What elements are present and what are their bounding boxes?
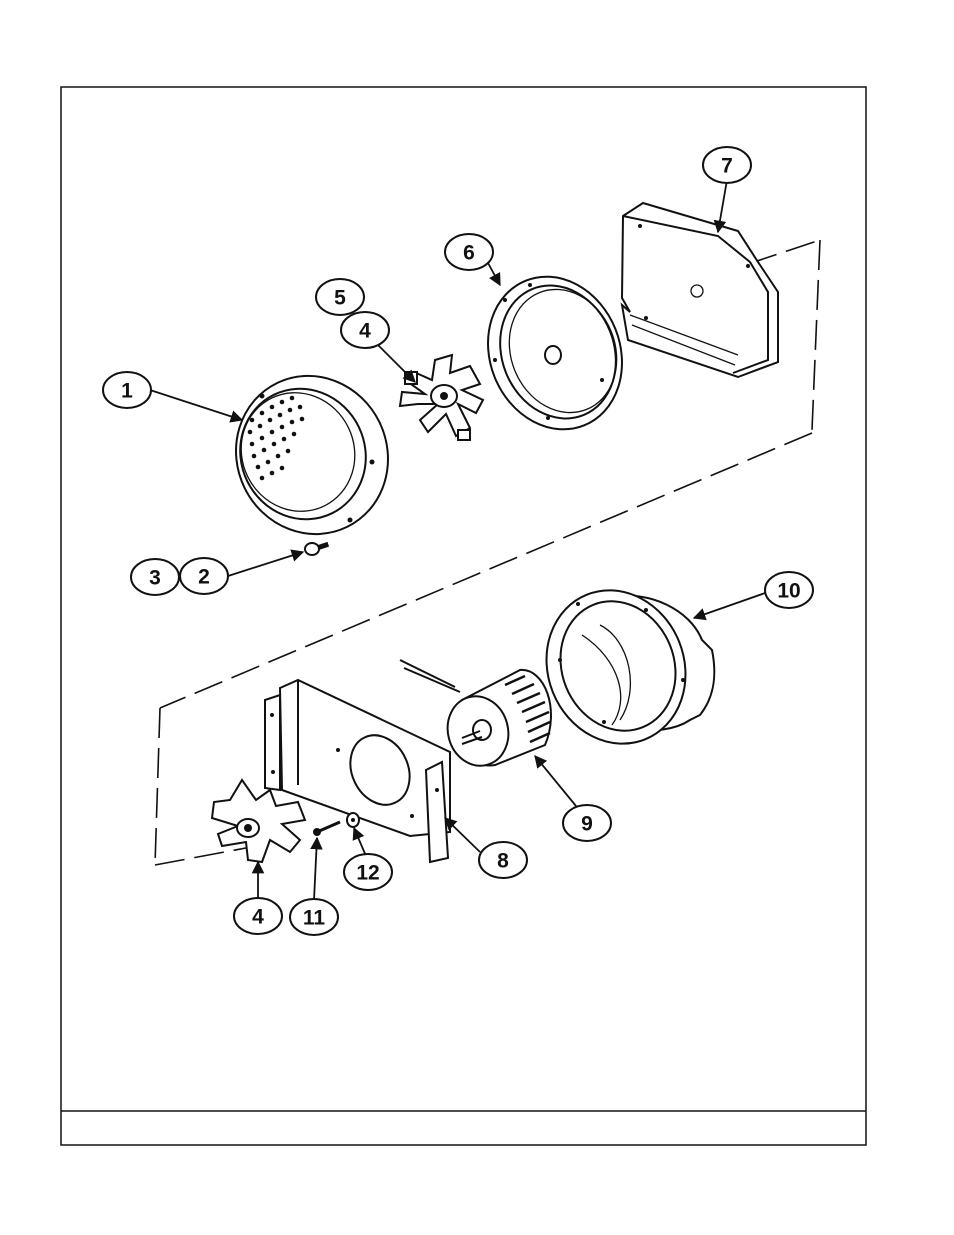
callout-5: 5: [316, 279, 364, 315]
callout-label: 10: [777, 580, 800, 603]
callout-label: 4: [359, 320, 371, 343]
callout-12: 12: [344, 854, 392, 890]
callout-label: 6: [463, 242, 475, 265]
callout-label: 8: [497, 850, 509, 873]
part-12-washer: [347, 813, 359, 827]
callout-4-lower: 4: [234, 898, 282, 934]
part-2-screw: [305, 542, 329, 555]
callout-10: 10: [765, 572, 813, 608]
callout-11: 11: [290, 899, 338, 935]
callout-label: 11: [303, 907, 326, 930]
callout-label: 1: [121, 380, 133, 403]
callout-7: 7: [703, 147, 751, 183]
part-1-front-guard: [210, 350, 415, 560]
part-6-shroud-ring: [466, 256, 645, 449]
part-7-back-plate: [622, 203, 778, 377]
callout-3: 3: [131, 559, 179, 595]
callout-2: 2: [180, 558, 228, 594]
callout-6: 6: [445, 234, 493, 270]
callout-4-upper: 4: [341, 312, 389, 348]
callout-label: 4: [252, 906, 264, 929]
part-10-housing-bell: [524, 569, 715, 765]
callout-1: 1: [103, 372, 151, 408]
callout-label: 5: [334, 287, 346, 310]
callout-label: 2: [198, 566, 210, 589]
callout-label: 12: [356, 862, 379, 885]
callout-8: 8: [479, 842, 527, 878]
part-11-bolt: [313, 822, 340, 836]
part-4-fan-blade-upper: [400, 355, 483, 440]
callout-label: 7: [721, 155, 733, 178]
callout-label: 3: [149, 567, 161, 590]
callout-label: 9: [581, 813, 593, 836]
callout-9: 9: [563, 805, 611, 841]
